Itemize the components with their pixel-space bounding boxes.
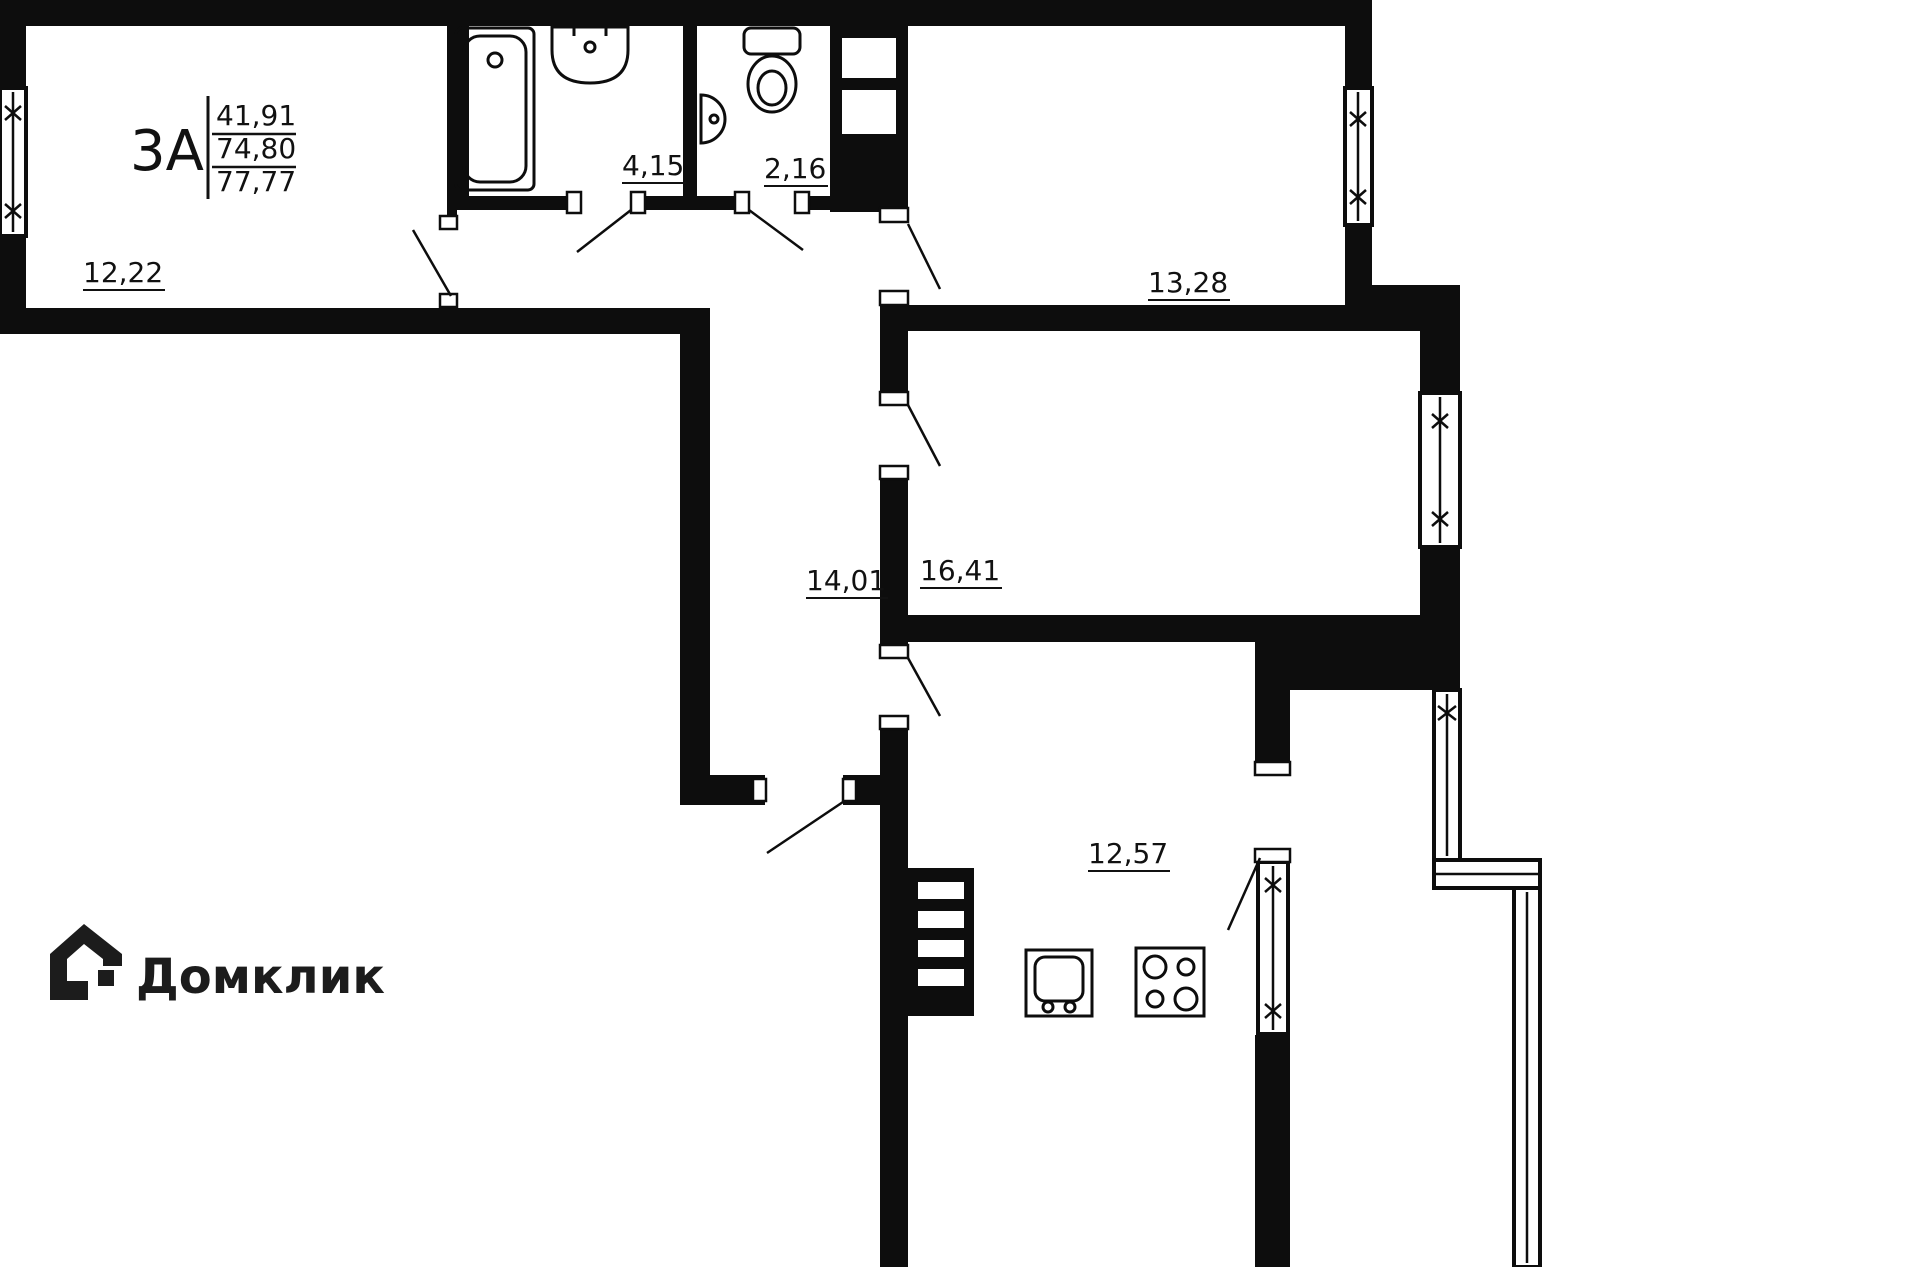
- window-cross: [4, 105, 22, 121]
- bath-sink: [550, 25, 630, 85]
- wall-divider-13-16: [880, 305, 1372, 331]
- door-jamb: [878, 643, 910, 660]
- kitchen-sink-knob: [1063, 1000, 1077, 1014]
- door-jamb: [878, 206, 910, 224]
- logo: Домклик: [50, 924, 385, 1005]
- ladder-slot: [918, 911, 964, 928]
- corner-sink-faucet: [708, 113, 720, 125]
- stove: [1134, 946, 1206, 1018]
- door-jamb: [751, 777, 768, 803]
- wall-bath-toilet: [683, 26, 697, 210]
- window-cross: [1431, 413, 1449, 429]
- door-jamb: [878, 289, 910, 307]
- room-area-bedroom-1: 13,28: [1148, 266, 1228, 299]
- wall-block-southeast: [1255, 615, 1460, 690]
- bathtub-inner: [462, 34, 528, 184]
- corner-sink: [699, 93, 727, 145]
- door-jamb: [878, 714, 910, 731]
- door-jambs: [438, 190, 1292, 864]
- door-leaf-balcony: [1226, 857, 1262, 931]
- window-cross: [1431, 511, 1449, 527]
- room-area-hallway: 14,01: [806, 564, 886, 597]
- door-jamb: [1253, 847, 1292, 864]
- room-area-toilet: 2,16: [764, 152, 826, 185]
- ladder-slot: [918, 940, 964, 957]
- wall-hall-left: [680, 334, 710, 775]
- apartment-label: 3А: [130, 119, 204, 184]
- shaft-box-1: [842, 38, 896, 78]
- kitchen-sink-basin: [1033, 955, 1085, 1003]
- door-jamb: [878, 464, 910, 481]
- apartment-area-living: 41,91: [216, 99, 296, 132]
- wall-bath-bottom-a: [447, 196, 567, 210]
- window-cross: [1349, 111, 1367, 127]
- wall-left-upper: [0, 26, 26, 88]
- bathtub-outer: [454, 26, 536, 192]
- door-leaf-kitchen: [906, 657, 942, 717]
- ladder-slot: [918, 882, 964, 899]
- door-leaf-living: [411, 229, 453, 297]
- wall-toilet-bottom-a: [697, 196, 735, 210]
- toilet-bowl: [746, 54, 798, 114]
- domclick-house-door: [98, 970, 114, 986]
- wall-right-16-upper: [1420, 331, 1460, 393]
- toilet-bowl-inner: [756, 69, 788, 107]
- door-jamb: [793, 190, 811, 215]
- door-leaf-entry: [766, 800, 844, 855]
- domclick-logo-text: Домклик: [136, 949, 385, 1005]
- labels: 3А 41,91 74,80 77,77 12,22 4,15 2,16 13,…: [83, 96, 1230, 872]
- window-cross: [1349, 189, 1367, 205]
- door-jamb: [438, 292, 459, 309]
- kitchen-sink: [1024, 948, 1094, 1018]
- stove-burner: [1176, 957, 1196, 977]
- window-cross: [1437, 705, 1457, 721]
- wall-right-13-upper: [1345, 26, 1372, 88]
- wall-step-block: [1372, 285, 1460, 331]
- toilet-tank: [742, 26, 802, 56]
- door-jamb: [733, 190, 751, 215]
- stove-burner: [1142, 954, 1168, 980]
- wall-mid-c: [880, 729, 908, 1267]
- stove-burner: [1145, 989, 1165, 1009]
- fixtures: [454, 25, 1206, 1018]
- wall-top: [0, 0, 1372, 26]
- room-area-bedroom-2: 16,41: [920, 554, 1000, 587]
- shaft-cutouts: [842, 38, 964, 986]
- ladder-slot: [918, 969, 964, 986]
- door-jamb: [878, 390, 910, 407]
- room-area-kitchen: 12,57: [1088, 837, 1168, 870]
- apartment-area-usable: 74,80: [216, 132, 296, 165]
- wall-kitchen-divider: [880, 615, 1265, 642]
- wall-right-13-lower: [1345, 225, 1372, 331]
- door-leaf-bedroom-2: [906, 404, 942, 467]
- door-jamb: [438, 214, 459, 231]
- window-marks: [4, 92, 1538, 1263]
- wall-entry-left: [680, 775, 765, 805]
- door-leaf-bedroom-1: [906, 223, 942, 290]
- kitchen-sink-knob: [1041, 1000, 1055, 1014]
- door-jamb: [841, 777, 858, 803]
- wall-kitchen-right-b: [1255, 1035, 1290, 1267]
- shaft-box-2: [842, 90, 896, 134]
- stove-burner: [1173, 986, 1199, 1012]
- wall-bath-bottom-b: [645, 196, 683, 210]
- bath-sink-faucet: [583, 40, 597, 54]
- room-area-bathroom: 4,15: [622, 149, 684, 182]
- wall-toilet-bottom-b: [809, 196, 830, 210]
- door-jamb: [1253, 760, 1292, 777]
- door-leaves: [411, 208, 1262, 931]
- bathtub-drain: [486, 51, 504, 69]
- window-cross: [1264, 877, 1282, 893]
- door-jamb: [629, 190, 647, 215]
- door-jamb: [565, 190, 583, 215]
- wall-living-bottom: [0, 308, 710, 334]
- window-cross: [1264, 1003, 1282, 1019]
- window-cross: [4, 203, 22, 219]
- apartment-area-total: 77,77: [216, 165, 296, 198]
- room-area-living: 12,22: [83, 256, 163, 289]
- door-leaf-toilet: [748, 208, 804, 252]
- door-leaf-bathroom: [576, 209, 632, 253]
